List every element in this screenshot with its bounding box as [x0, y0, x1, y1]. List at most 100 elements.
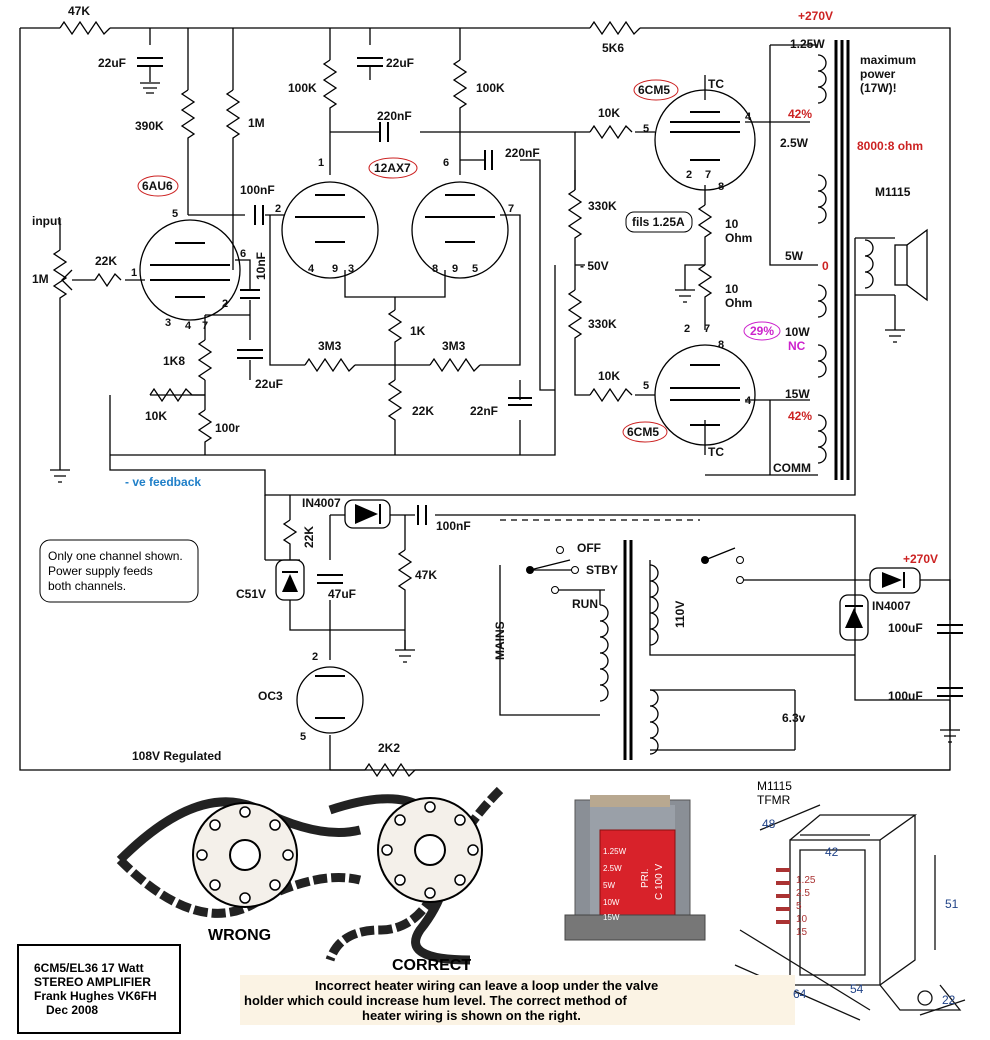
label-sw-off: OFF [577, 541, 601, 555]
label-tube-6cm5-a: 6CM5 [638, 83, 670, 97]
pin-label: 2 [222, 298, 228, 310]
label-pct-0: 0 [822, 259, 829, 273]
pin-label: 7 [202, 320, 208, 332]
pin-label: 5 [300, 731, 306, 743]
label-c-22nf: 22nF [470, 404, 498, 418]
transformer-drawing [734, 804, 966, 1021]
pin-label: 8 [718, 339, 724, 351]
label-r-100k-a: 100K [288, 81, 317, 95]
label-pct-29: 29% [750, 324, 774, 338]
pin-label: 7 [508, 203, 514, 215]
label-r-100k-b: 100K [476, 81, 505, 95]
photo-taps: 1.25W 2.5W 5W 10W 15W PRI. C 100 V [603, 847, 665, 922]
svg-text:10W: 10W [603, 898, 620, 907]
pin-label: 2 [275, 203, 281, 215]
label-c-100nf: 100nF [240, 183, 275, 197]
svg-text:C 100 V: C 100 V [654, 864, 665, 900]
pin-label: 8 [432, 263, 438, 275]
label-tap-125w: 1.25W [790, 37, 825, 51]
svg-text:10: 10 [796, 914, 808, 925]
label-r-22k-tail: 22K [412, 404, 434, 418]
label-pct-42b: 42% [788, 409, 812, 423]
label-r-1k8: 1K8 [163, 354, 185, 368]
pin-label: 5 [172, 208, 178, 220]
label-tc-a: TC [708, 77, 724, 91]
svg-text:15W: 15W [603, 913, 620, 922]
label-tube-12ax7: 12AX7 [374, 161, 411, 175]
wiring [19, 27, 951, 771]
label-r-2k2: 2K2 [378, 741, 400, 755]
grounds [50, 82, 960, 743]
credits-box: 6CM5/EL36 17 Watt STEREO AMPLIFIER Frank… [17, 944, 181, 1034]
heater-wiring-wrong [116, 797, 362, 918]
label-r-1m: 1M [248, 116, 265, 130]
note-box: Only one channel shown. Power supply fee… [39, 539, 199, 603]
pin-label: 6 [443, 157, 449, 169]
label-impedance: 8000:8 ohm [857, 139, 923, 153]
label-m1115: M1115 [875, 185, 911, 199]
svg-text:54: 54 [850, 982, 864, 996]
pin-label: 5 [643, 123, 649, 135]
label-reg-108: 108V Regulated [132, 749, 221, 763]
label-c-10nf: 10nF [254, 252, 268, 280]
label-r-1k: 1K [410, 324, 426, 338]
tfmr-dims: 48 42 51 64 54 22 [762, 817, 959, 1007]
label-sw-run: RUN [572, 597, 598, 611]
component-labels: 47K 22uF 390K 1M 6AU6 input 1M 22K 100nF… [32, 4, 938, 763]
label-supply-top: +270V [798, 9, 833, 23]
label-sw-stby: STBY [586, 563, 618, 577]
pin-numbers: 1 5 6 2 3 4 7 1 2 3 4 9 6 7 8 9 5 5 4 2 … [131, 111, 752, 743]
label-r-5k6: 5K6 [602, 41, 624, 55]
label-r-330k-b: 330K [588, 317, 617, 331]
note-text: Only one channel shown. Power supply fee… [48, 549, 186, 593]
label-mains: MAINS [493, 621, 507, 660]
label-c-220nf-b: 220nF [505, 146, 540, 160]
label-pct-42a: 42% [788, 107, 812, 121]
label-r-47k-b: 47K [415, 568, 437, 582]
svg-text:22: 22 [942, 993, 956, 1007]
tfmr-taps: 1.25 2.5 5 10 15 [796, 875, 816, 938]
label-r-47k: 47K [68, 4, 90, 18]
label-r-390k: 390K [135, 119, 164, 133]
label-tap-10w: 10W [785, 325, 810, 339]
credits-text: 6CM5/EL36 17 Watt STEREO AMPLIFIER Frank… [34, 961, 160, 1017]
pin-label: 5 [472, 263, 478, 275]
pin-label: 7 [704, 323, 710, 335]
label-c-22uf-2: 22uF [255, 377, 283, 391]
pin-label: 1 [131, 267, 137, 279]
resistors [52, 20, 713, 778]
pin-label: 2 [312, 651, 318, 663]
label-r-3m3-b: 3M3 [442, 339, 466, 353]
label-r-10k-g2: 10K [598, 369, 620, 383]
heater-caption: Incorrect heater wiring can leave a loop… [244, 978, 662, 1023]
heater-wrong-label: WRONG [208, 927, 271, 944]
pin-label: 3 [165, 317, 171, 329]
label-d-in4007-b: IN4007 [872, 599, 911, 613]
label-c-100nf-b: 100nF [436, 519, 471, 533]
label-v110: 110V [673, 601, 687, 628]
label-c-22uf-3: 22uF [386, 56, 414, 70]
pin-label: 9 [332, 263, 338, 275]
svg-text:15: 15 [796, 927, 808, 938]
label-r-3m3-a: 3M3 [318, 339, 342, 353]
capacitors [137, 57, 963, 697]
tfmr-title: M1115 TFMR [757, 779, 795, 807]
pin-label: 3 [348, 263, 354, 275]
pin-label: 2 [686, 169, 692, 181]
label-tc-b: TC [708, 445, 724, 459]
label-d-in4007-a: IN4007 [302, 496, 341, 510]
label-tube-6au6: 6AU6 [142, 179, 173, 193]
label-oc3: OC3 [258, 689, 283, 703]
label-tap-5w: 5W [785, 249, 804, 263]
label-r-10k-g1: 10K [598, 106, 620, 120]
label-r-10k-fb: 10K [145, 409, 167, 423]
heater-correct-label: CORRECT [392, 957, 471, 974]
label-c-100uf-a: 100uF [888, 621, 923, 635]
pin-label: 5 [643, 380, 649, 392]
pin-label: 9 [452, 263, 458, 275]
label-bias-50v: - 50V [580, 259, 609, 273]
label-tap-25w: 2.5W [780, 136, 809, 150]
